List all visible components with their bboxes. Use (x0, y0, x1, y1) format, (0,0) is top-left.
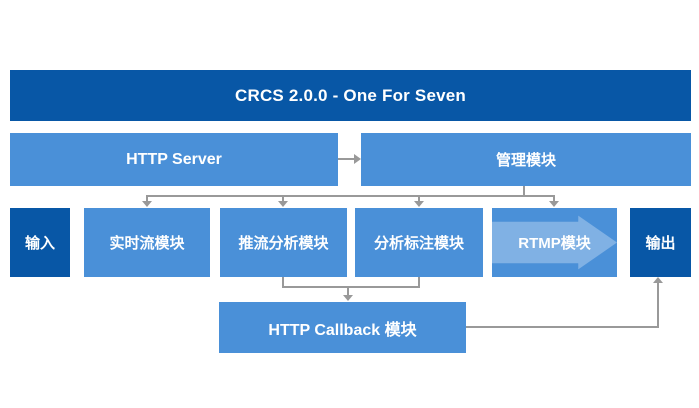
diagram-title: CRCS 2.0.0 - One For Seven (235, 85, 466, 105)
http-callback-label: HTTP Callback 模块 (268, 321, 417, 339)
http-callback-module-box: HTTP Callback 模块 (219, 302, 466, 353)
input-box: 输入 (10, 208, 70, 277)
push-analysis-module-box: 推流分析模块 (220, 208, 347, 277)
output-label: 输出 (645, 235, 676, 252)
management-module-label: 管理模块 (495, 152, 556, 169)
analysis-annotation-label: 分析标注模块 (373, 235, 464, 252)
realtime-stream-label: 实时流模块 (109, 235, 185, 252)
realtime-stream-module-box: 实时流模块 (84, 208, 210, 277)
http-server-box: HTTP Server (10, 133, 338, 186)
rtmp-label: RTMP模块 (518, 235, 591, 252)
connector-push-down (282, 277, 284, 288)
arrow-down-icon (278, 201, 288, 207)
rtmp-module-box: RTMP模块 (492, 208, 617, 277)
connector-drop-rtmp (553, 195, 555, 202)
arrow-right-icon (354, 154, 361, 164)
connector-management-stem (523, 186, 525, 197)
connector-callback-output-vertical (657, 283, 659, 328)
connector-callback-stem (347, 286, 349, 296)
title-bar: CRCS 2.0.0 - One For Seven (10, 70, 691, 121)
arrow-down-icon (343, 295, 353, 301)
http-server-label: HTTP Server (126, 150, 222, 168)
output-box: 输出 (630, 208, 691, 277)
connector-drop-realtime (146, 195, 148, 202)
connector-annotation-down (418, 277, 420, 288)
input-label: 输入 (24, 235, 55, 252)
analysis-annotation-module-box: 分析标注模块 (355, 208, 483, 277)
connector-distribution-line (146, 195, 555, 197)
arrow-up-icon (653, 277, 663, 283)
connector-callback-output-horizontal (466, 326, 659, 328)
connector-merge-line (282, 286, 420, 288)
connector-drop-push (282, 195, 284, 202)
arrow-down-icon (142, 201, 152, 207)
connector-httpserver-management (338, 158, 355, 160)
arrow-down-icon (414, 201, 424, 207)
connector-drop-annotation (418, 195, 420, 202)
arrow-down-icon (549, 201, 559, 207)
push-analysis-label: 推流分析模块 (238, 235, 329, 252)
management-module-box: 管理模块 (361, 133, 691, 186)
